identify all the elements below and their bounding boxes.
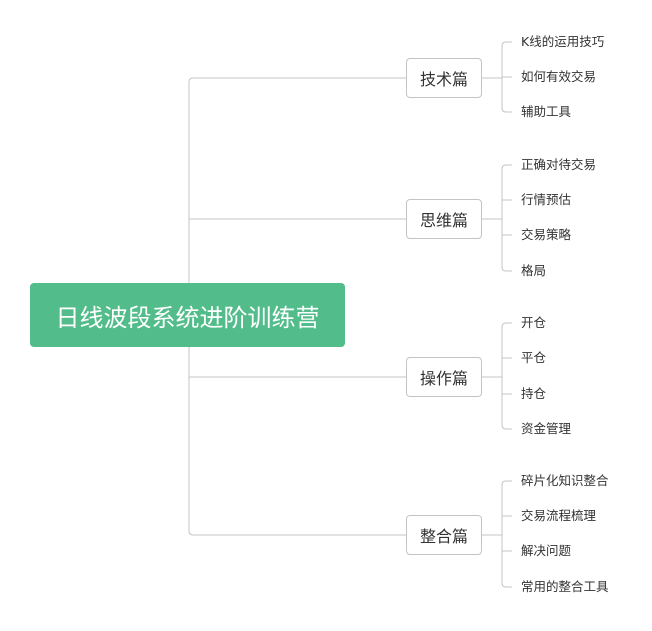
connector-line <box>501 424 512 430</box>
connector-line <box>188 530 406 536</box>
leaf-node: 行情预估 <box>521 192 572 207</box>
connector-line <box>501 582 512 588</box>
leaf-node: 交易流程梳理 <box>521 508 597 523</box>
leaf-node: 碎片化知识整合 <box>521 473 609 488</box>
leaf-node: K线的运用技巧 <box>521 34 605 49</box>
connector-line <box>501 266 512 272</box>
leaf-node: 格局 <box>521 263 547 278</box>
connector-line <box>501 322 512 328</box>
leaf-node: 解决问题 <box>521 543 572 558</box>
branch-node-operation: 操作篇 <box>406 357 482 397</box>
leaf-node: 辅助工具 <box>521 104 572 119</box>
leaf-node: 资金管理 <box>521 421 572 436</box>
connector-line <box>501 107 512 113</box>
connector-line <box>501 480 512 486</box>
leaf-node: 如何有效交易 <box>521 69 597 84</box>
leaf-node: 平仓 <box>521 350 547 365</box>
connector-line <box>501 41 512 47</box>
branch-node-technique: 技术篇 <box>406 58 482 98</box>
connector-line <box>501 164 512 170</box>
leaf-node: 持仓 <box>521 386 547 401</box>
leaf-node: 正确对待交易 <box>521 157 597 172</box>
leaf-node: 开仓 <box>521 315 547 330</box>
branch-node-integration: 整合篇 <box>406 515 482 555</box>
leaf-node: 常用的整合工具 <box>521 579 609 594</box>
root-node: 日线波段系统进阶训练营 <box>30 283 345 347</box>
leaf-node: 交易策略 <box>521 227 572 242</box>
branch-node-mindset: 思维篇 <box>406 199 482 239</box>
connector-line <box>188 77 406 83</box>
